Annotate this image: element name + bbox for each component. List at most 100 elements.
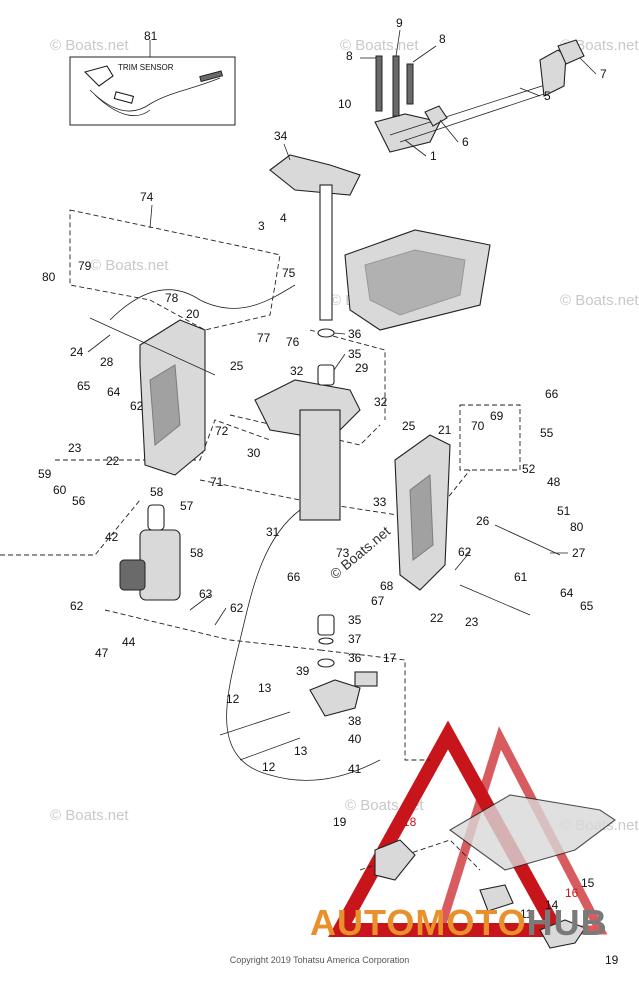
callout-78: 78 — [165, 291, 179, 305]
callout-25: 25 — [402, 419, 416, 433]
brand-hub-text: HUB — [526, 902, 608, 943]
callout-81: 81 — [144, 29, 158, 43]
bracket-1 — [374, 113, 441, 153]
callout-74: 74 — [140, 190, 154, 204]
callout-4: 4 — [280, 211, 287, 225]
callout-35: 35 — [348, 347, 362, 361]
callout-13: 13 — [294, 744, 308, 758]
callout-69: 69 — [490, 409, 504, 423]
callout-33: 33 — [373, 495, 387, 509]
steering-bracket-34 — [269, 154, 361, 196]
callout-76: 76 — [286, 335, 300, 349]
steering-shaft — [319, 184, 333, 321]
callout-67: 67 — [371, 594, 385, 608]
mount-18 — [374, 839, 416, 881]
callout-52: 52 — [522, 462, 536, 476]
watermark: © Boats.net — [560, 292, 639, 309]
callout-41: 41 — [348, 762, 362, 776]
callout-66: 66 — [545, 387, 559, 401]
callout-64: 64 — [560, 586, 574, 600]
callout-34: 34 — [274, 129, 288, 143]
callout-59: 59 — [38, 467, 52, 481]
callout-58: 58 — [190, 546, 204, 560]
callout-65: 65 — [580, 599, 594, 613]
callout-20: 20 — [186, 307, 200, 321]
copyright-notice: Copyright 2019 Tohatsu America Corporati… — [229, 955, 410, 965]
callout-8: 8 — [439, 32, 446, 46]
callout-68: 68 — [380, 579, 394, 593]
callout-19: 19 — [333, 815, 347, 829]
callout-36: 36 — [348, 651, 362, 665]
lower-bracket-39 — [309, 679, 361, 717]
plate-5 — [539, 49, 567, 97]
brand-wordmark: AUTOMOTOHUB — [310, 902, 608, 944]
callout-11: 11 — [520, 907, 533, 921]
callout-58: 58 — [150, 485, 164, 499]
callout-36: 36 — [348, 327, 362, 341]
lower-casing — [448, 794, 616, 871]
callout-29: 29 — [355, 361, 369, 375]
callout-40: 40 — [348, 732, 362, 746]
callout-62: 62 — [230, 601, 244, 615]
callout-18: 18 — [403, 815, 417, 829]
callout-1: 1 — [430, 149, 437, 163]
callout-19: 19 — [605, 953, 619, 967]
watermark: © Boats.net — [90, 257, 169, 274]
callout-22: 22 — [430, 611, 444, 625]
tilt-cylinder-42 — [139, 529, 181, 601]
callout-63: 63 — [199, 587, 213, 601]
callout-6: 6 — [462, 135, 469, 149]
callout-62: 62 — [70, 599, 84, 613]
callout-72: 72 — [215, 424, 229, 438]
callout-64: 64 — [107, 385, 121, 399]
mount-11 — [479, 884, 514, 912]
gasket-7 — [557, 39, 585, 65]
callout-37: 37 — [348, 632, 362, 646]
callout-32: 32 — [290, 364, 304, 378]
callout-47: 47 — [95, 646, 109, 660]
callout-62: 62 — [458, 545, 472, 559]
callout-17: 17 — [383, 651, 397, 665]
callout-7: 7 — [600, 67, 607, 81]
callout-10: 10 — [338, 97, 352, 111]
callout-30: 30 — [247, 446, 261, 460]
callout-42: 42 — [105, 530, 119, 544]
trim-sensor-inset: TRIM SENSOR — [69, 40, 236, 126]
watermark: © Boats.net — [340, 37, 419, 54]
callout-5: 5 — [544, 89, 551, 103]
callout-15: 15 — [581, 876, 595, 890]
gasket-6 — [424, 105, 448, 127]
callout-71: 71 — [210, 475, 224, 489]
callout-31: 31 — [266, 525, 280, 539]
bushing-35b — [317, 614, 335, 636]
callout-75: 75 — [282, 266, 296, 280]
callout-60: 60 — [53, 483, 67, 497]
callout-28: 28 — [100, 355, 114, 369]
leader-lines — [87, 29, 597, 626]
callout-80: 80 — [42, 270, 56, 284]
callout-numbers: 81 9 8 8 7 5 10 6 1 34 4 3 74 79 75 80 7… — [38, 16, 619, 967]
callout-56: 56 — [72, 494, 86, 508]
callout-79: 79 — [78, 259, 92, 273]
callout-38: 38 — [348, 714, 362, 728]
bolt-8b — [406, 63, 414, 105]
callout-80: 80 — [570, 520, 584, 534]
callout-55: 55 — [540, 426, 554, 440]
callout-39: 39 — [296, 664, 310, 678]
callout-21: 21 — [438, 423, 452, 437]
callout-57: 57 — [180, 499, 194, 513]
inset-label: TRIM SENSOR — [118, 63, 174, 72]
callout-22: 22 — [106, 454, 120, 468]
callout-23: 23 — [68, 441, 82, 455]
callout-73: 73 — [336, 546, 350, 560]
callout-48: 48 — [547, 475, 561, 489]
callout-12: 12 — [226, 692, 240, 706]
parts-layer — [89, 39, 616, 949]
callout-62: 62 — [130, 399, 144, 413]
callout-16: 16 — [565, 886, 579, 900]
callout-13: 13 — [258, 681, 272, 695]
swivel-body — [299, 409, 341, 521]
watermark: © Boats.net — [50, 37, 129, 54]
callout-32: 32 — [374, 395, 388, 409]
callout-8: 8 — [346, 49, 353, 63]
